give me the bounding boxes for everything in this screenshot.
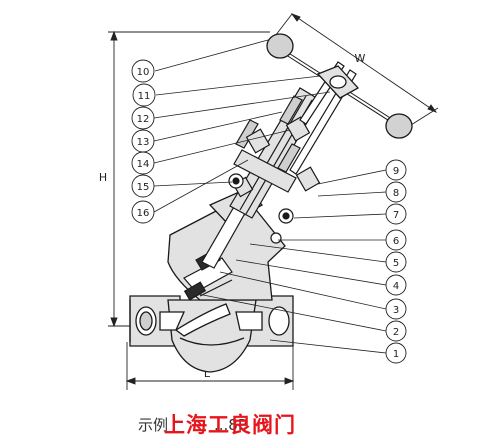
dimension-l-label: L — [204, 367, 211, 380]
callout-7-label: 7 — [393, 210, 399, 221]
callout-6-label: 6 — [393, 236, 399, 247]
dimension-w-label: W — [355, 52, 366, 65]
callout-13-label: 13 — [137, 137, 150, 148]
caption-partial-model: ...8P — [214, 416, 247, 434]
callout-2-label: 2 — [393, 327, 399, 338]
callout-16-label: 16 — [137, 208, 150, 219]
callout-11: 11 — [132, 83, 156, 107]
callout-15-label: 15 — [137, 182, 150, 193]
callout-1: 1 — [385, 342, 407, 364]
callout-10-label: 10 — [137, 67, 150, 78]
callouts: 10 11 12 13 14 15 16 9 8 7 6 5 4 3 2 1 — [131, 59, 407, 364]
stem-and-bonnet — [201, 61, 357, 269]
callout-1-label: 1 — [393, 349, 399, 360]
callout-9-label: 9 — [393, 166, 399, 177]
callout-11-label: 11 — [138, 91, 151, 102]
callout-14-label: 14 — [137, 159, 150, 170]
lower-bowl — [167, 299, 257, 373]
leader-lines — [153, 39, 387, 354]
dimension-lines — [108, 13, 439, 390]
callout-12-label: 12 — [137, 114, 150, 125]
brand-watermark: 上海工良阀门 — [164, 413, 296, 437]
callout-12: 12 — [131, 106, 155, 130]
callout-15: 15 — [131, 174, 155, 198]
handwheel — [266, 33, 413, 139]
handwheel-nut — [329, 75, 347, 89]
callout-7: 7 — [385, 203, 407, 225]
caption-partial-text: 示例 — [138, 416, 168, 434]
callout-10: 10 — [131, 59, 155, 83]
dimension-h-label: H — [99, 171, 107, 184]
callout-5-label: 5 — [393, 258, 399, 269]
callout-6: 6 — [385, 229, 407, 251]
handwheel-left-knob — [266, 33, 294, 59]
handwheel-right-knob — [385, 113, 413, 139]
callout-8-label: 8 — [393, 188, 399, 199]
callout-3-label: 3 — [393, 305, 399, 316]
callout-4: 4 — [385, 274, 407, 296]
callout-16: 16 — [131, 200, 155, 224]
callout-14: 14 — [131, 151, 155, 175]
caption: 示例 ...8P 上海工良阀门 — [138, 413, 296, 437]
callout-13: 13 — [131, 129, 155, 153]
callout-3: 3 — [385, 298, 407, 320]
callout-4-label: 4 — [393, 281, 399, 292]
callout-5: 5 — [385, 251, 407, 273]
callout-2: 2 — [385, 320, 407, 342]
callout-9: 9 — [385, 159, 407, 181]
callout-8: 8 — [385, 181, 407, 203]
